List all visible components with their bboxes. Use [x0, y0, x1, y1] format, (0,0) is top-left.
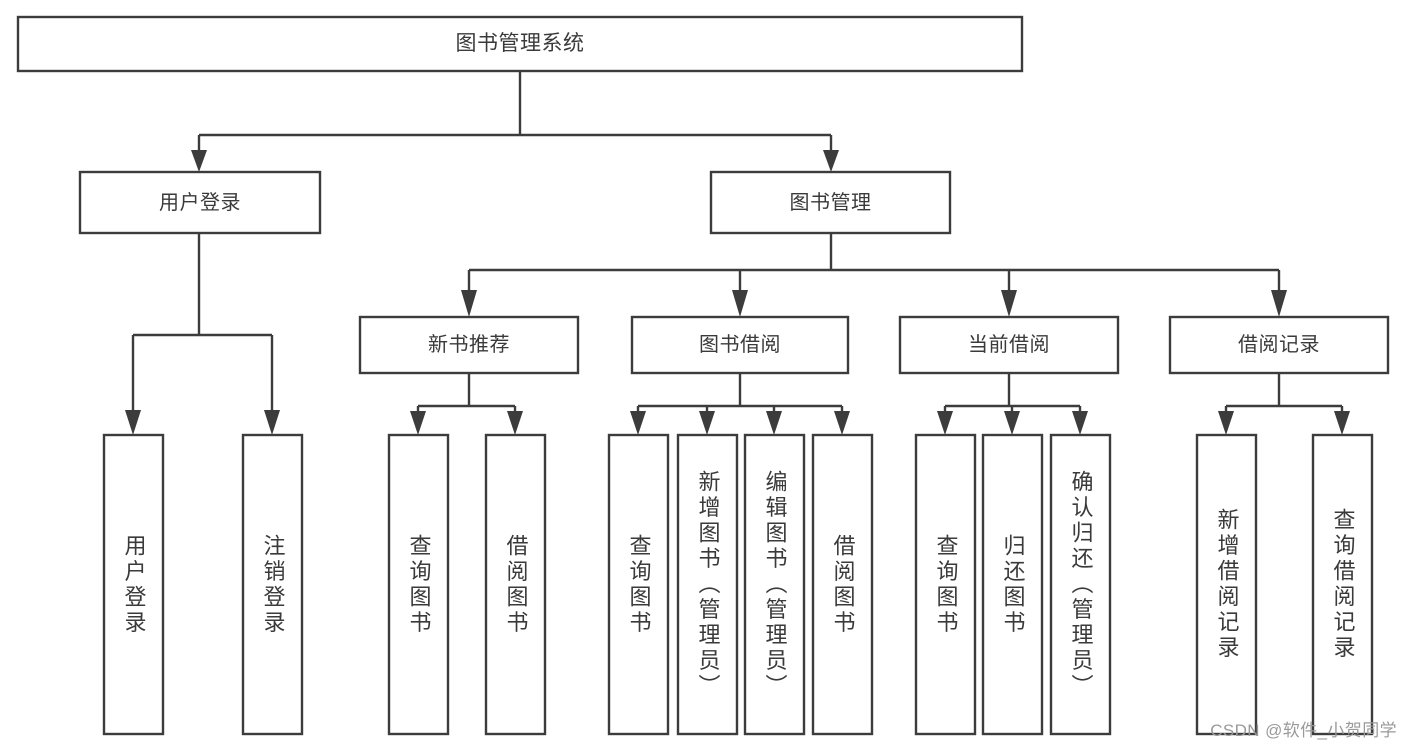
node-box-leaf-cb-3[interactable] [1049, 433, 1112, 736]
node-box-leaf-nbr-2[interactable] [484, 433, 547, 736]
arrow-head-leaf-bb-4 [834, 411, 850, 435]
node-box-book-borrow[interactable] [630, 315, 850, 375]
node-box-current-borrow[interactable] [898, 315, 1120, 375]
arrow-head-leaf-user-login-2 [264, 410, 280, 435]
node-box-leaf-user-login-1[interactable] [102, 433, 165, 736]
node-box-leaf-br-2[interactable] [1311, 433, 1374, 736]
node-box-leaf-user-login-2[interactable] [241, 433, 304, 736]
arrow-head-leaf-bb-2 [699, 411, 715, 435]
arrow-head-leaf-br-1 [1218, 411, 1234, 435]
node-box-leaf-nbr-1[interactable] [387, 433, 450, 736]
node-box-leaf-cb-1[interactable] [914, 433, 977, 736]
arrow-head-new-book-recommend [461, 290, 477, 317]
node-box-book-manage[interactable] [709, 170, 952, 235]
node-box-leaf-br-1[interactable] [1195, 433, 1258, 736]
node-box-user-login[interactable] [78, 170, 322, 235]
arrow-head-leaf-bb-3 [766, 411, 782, 435]
node-box-new-book-recommend[interactable] [358, 315, 580, 375]
node-box-root[interactable] [16, 15, 1024, 73]
arrow-head-leaf-cb-3 [1072, 411, 1088, 435]
node-box-leaf-cb-2[interactable] [981, 433, 1044, 736]
node-box-leaf-bb-4[interactable] [811, 433, 874, 736]
node-box-borrow-record[interactable] [1168, 315, 1390, 375]
arrow-head-user-login [191, 150, 207, 172]
arrow-head-leaf-cb-1 [937, 411, 953, 435]
arrow-head-current-borrow [1001, 290, 1017, 317]
arrow-head-leaf-user-login-1 [125, 410, 141, 435]
watermark-text: CSDN @软件_小贺同学 [1210, 721, 1397, 740]
arrow-head-book-borrow [732, 290, 748, 317]
node-box-leaf-bb-1[interactable] [607, 433, 670, 736]
node-box-leaf-bb-3[interactable] [743, 433, 806, 736]
arrow-head-leaf-br-2 [1334, 411, 1350, 435]
node-box-leaf-bb-2[interactable] [676, 433, 739, 736]
arrow-head-leaf-cb-2 [1004, 411, 1020, 435]
arrow-head-leaf-nbr-1 [410, 411, 426, 435]
arrow-head-borrow-record [1271, 290, 1287, 317]
arrow-head-leaf-bb-1 [630, 411, 646, 435]
arrow-head-book-manage [823, 150, 839, 172]
arrow-head-leaf-nbr-2 [507, 411, 523, 435]
